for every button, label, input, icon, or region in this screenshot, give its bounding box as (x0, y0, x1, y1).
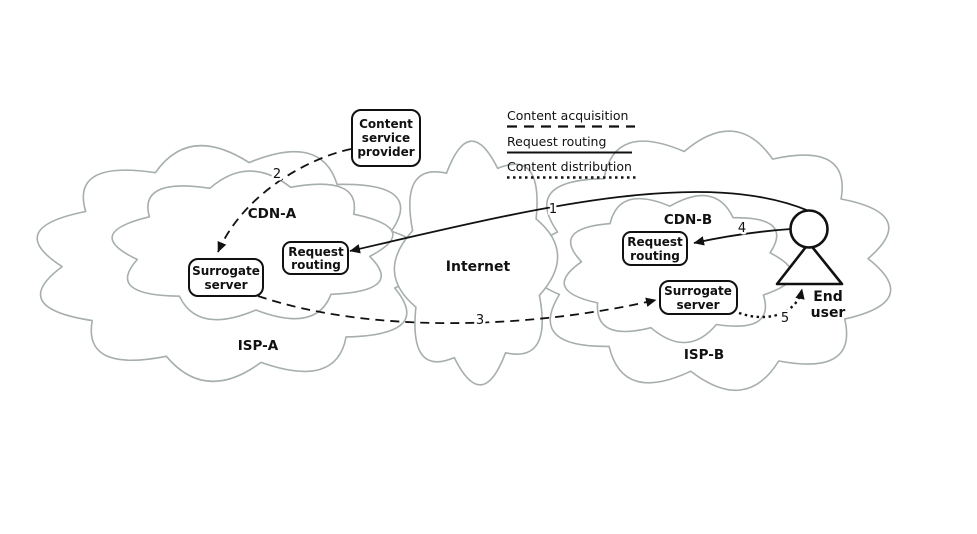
arrow-1-request-routing-path (349, 191, 810, 254)
legend: Content acquisition Request routing Cont… (507, 108, 636, 179)
cdn-b-label: CDN-B (664, 212, 712, 228)
content-service-provider-node: Content service provider (351, 109, 421, 167)
surrogate-server-a-label-line2: server (204, 278, 247, 292)
node-boxes: Content service provider Surrogate serve… (188, 109, 738, 315)
surrogate-server-a-box (188, 258, 264, 297)
surrogate-server-a-label-line1: Surrogate (192, 264, 260, 278)
flow-arrows: 1 2 3 4 5 (217, 148, 810, 331)
request-routing-b-box (622, 231, 688, 266)
internet-label: Internet (446, 259, 511, 275)
step-number-5: 5 (781, 311, 789, 326)
request-routing-a-node: Request routing (282, 241, 349, 275)
request-routing-b-label-line2: routing (630, 249, 680, 263)
surrogate-server-a-node: Surrogate server (188, 258, 264, 297)
end-user-label-line1: End (813, 289, 843, 305)
legend-label-content-acquisition: Content acquisition (507, 108, 628, 123)
legend-label-content-distribution: Content distribution (507, 159, 632, 174)
cdn-a-label: CDN-A (248, 206, 297, 222)
request-routing-a-box (282, 241, 349, 275)
end-user-head-circle (789, 209, 829, 249)
request-routing-b-label-line1: Request (627, 235, 683, 249)
legend-label-request-routing: Request routing (507, 134, 606, 149)
content-service-provider-box (351, 109, 421, 167)
surrogate-server-b-label-line2: server (676, 298, 719, 312)
end-user-icon: End user (775, 209, 846, 321)
surrogate-server-b-label-line1: Surrogate (664, 284, 732, 298)
content-service-provider-label-line2: service (362, 131, 410, 145)
step-number-2: 2 (273, 167, 281, 182)
arrow-3-content-acquisition-path (257, 295, 657, 324)
arrow-4-request-routing-path (693, 228, 792, 246)
request-routing-b-node: Request routing (622, 231, 688, 266)
step-number-3: 3 (476, 313, 484, 328)
cloud-group (36, 130, 892, 392)
surrogate-server-b-node: Surrogate server (659, 280, 738, 315)
request-routing-a-label-line2: routing (291, 258, 341, 272)
step-number-1: 1 (549, 202, 557, 217)
content-service-provider-label-line1: Content (359, 117, 413, 131)
isp-b-label: ISP-B (684, 347, 724, 363)
internet-cloud (393, 140, 559, 386)
step-number-4: 4 (738, 221, 746, 236)
surrogate-server-b-box (659, 280, 738, 315)
cloud-labels: CDN-A CDN-B Internet ISP-A ISP-B (238, 206, 724, 363)
request-routing-a-label-line1: Request (288, 245, 344, 259)
end-user-body-triangle (775, 241, 844, 286)
arrow-2-content-acquisition-path (217, 148, 352, 253)
end-user-label-line2: user (811, 305, 846, 321)
content-service-provider-label-line3: provider (357, 145, 414, 159)
cdn-a-cloud (111, 170, 394, 321)
isp-a-label: ISP-A (238, 338, 279, 354)
